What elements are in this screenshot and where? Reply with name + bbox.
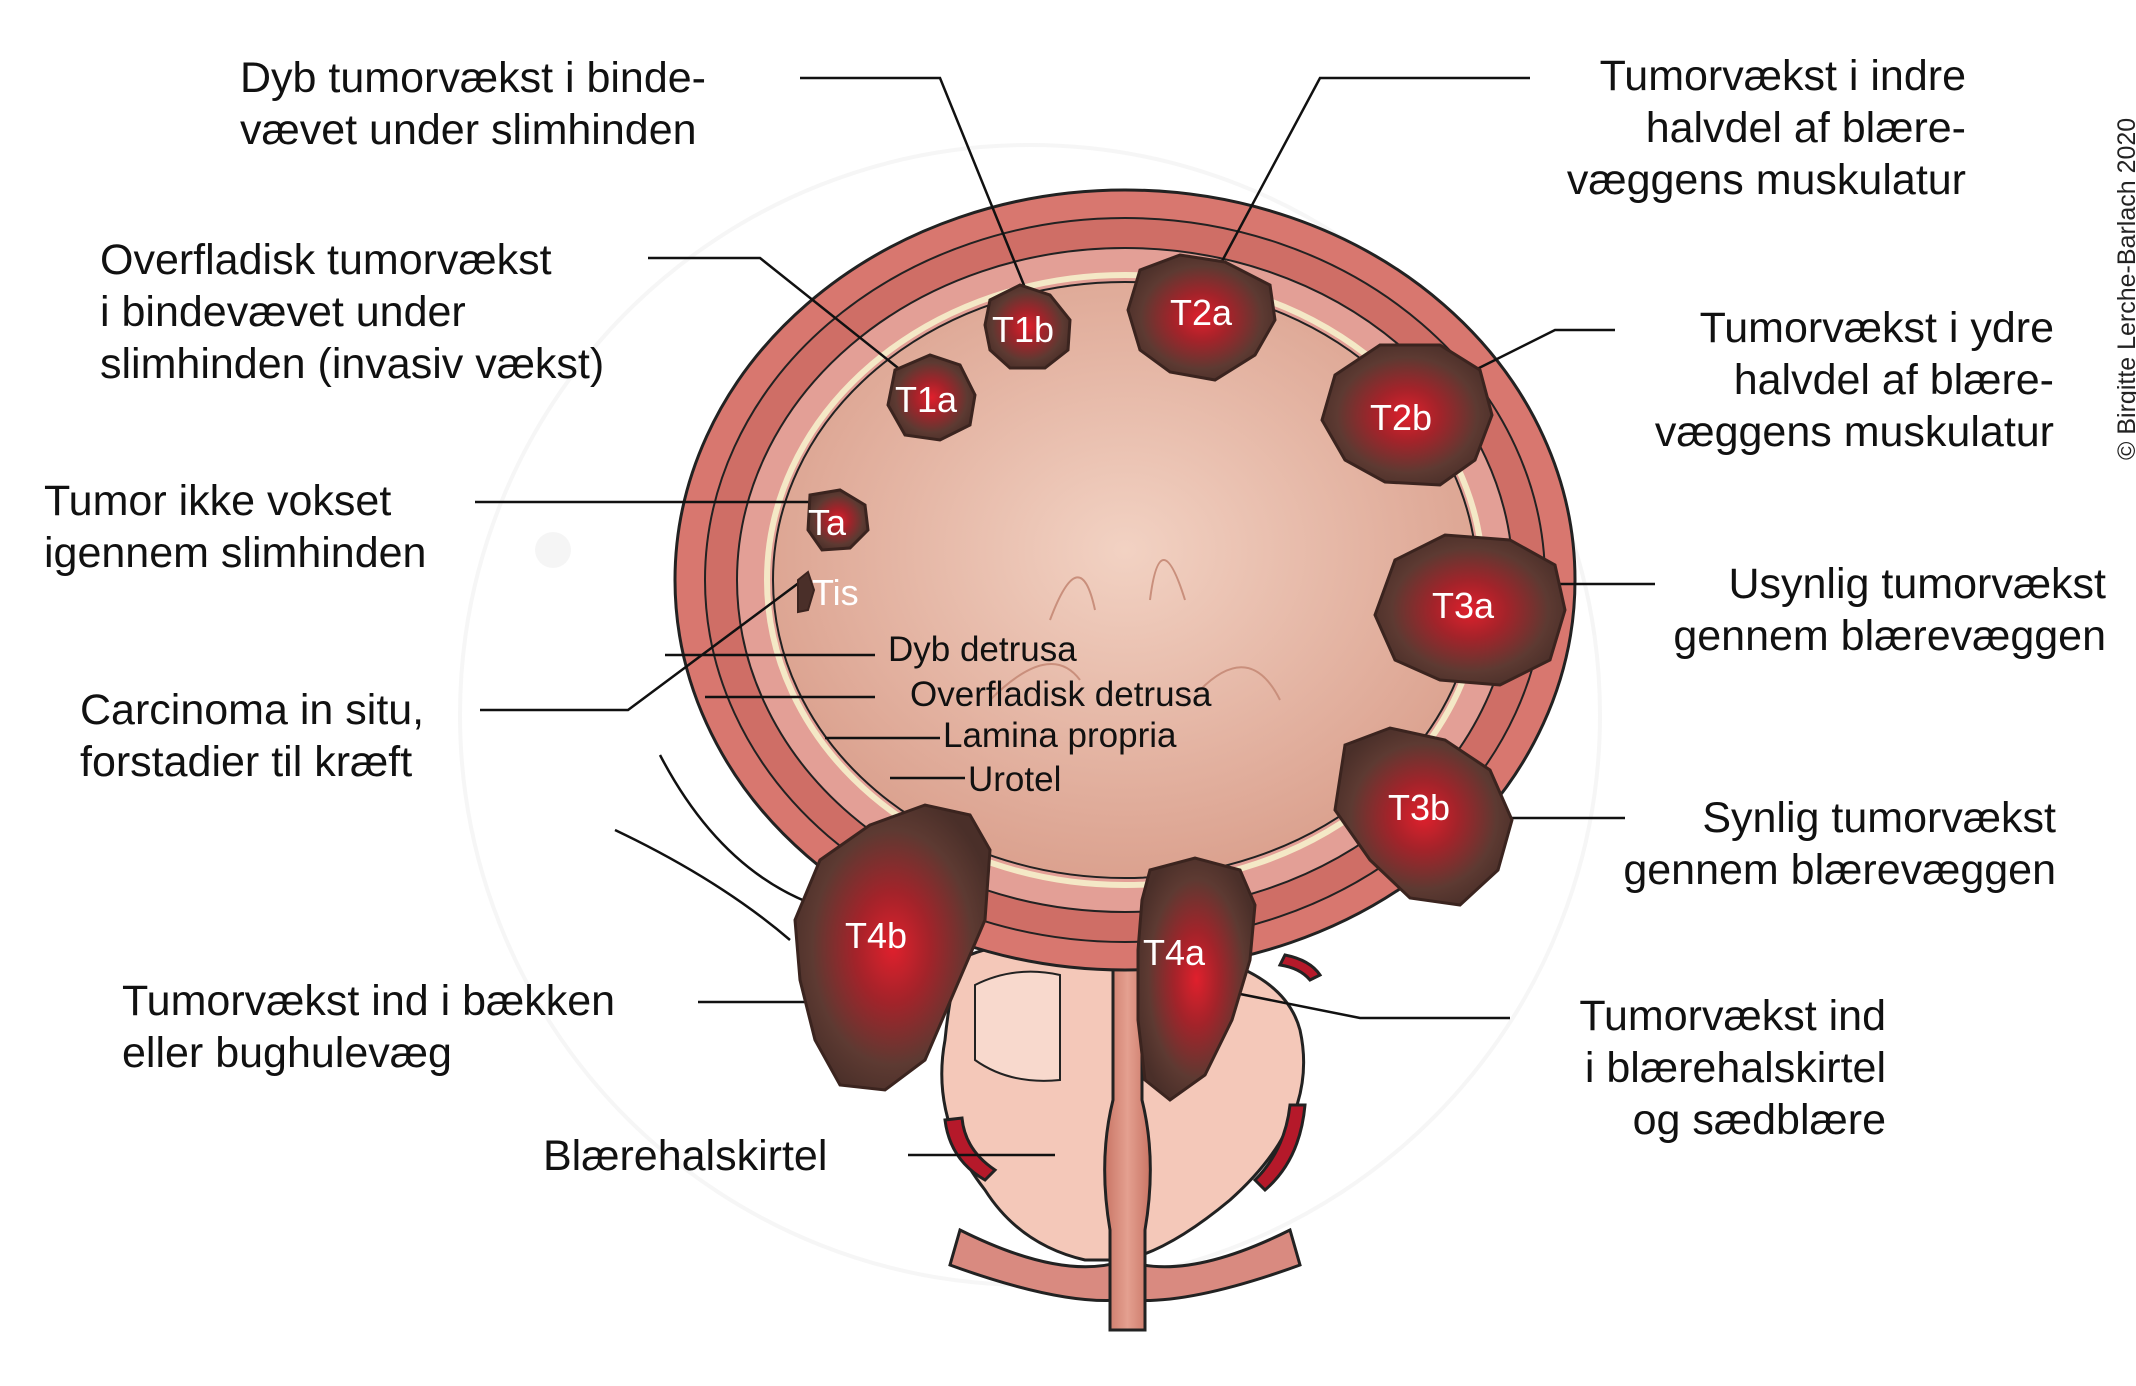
stage-t3b: T3b <box>1388 787 1450 828</box>
label-t1b: Dyb tumorvækst i binde-vævet under slimh… <box>240 54 706 154</box>
layer-urothelium: Urotel <box>968 760 1062 799</box>
copyright: © Birgitte Lerche-Barlach 2020 <box>2113 117 2136 460</box>
tumor-t2b <box>1320 343 1494 487</box>
tumor-tis <box>797 570 816 614</box>
tumor-ta <box>806 488 870 552</box>
tumor-t3a <box>1373 533 1567 687</box>
tumor-t3b <box>1333 726 1514 907</box>
layer-superficial-detrusor: Overfladisk detrusa <box>910 675 1212 714</box>
stage-t2a: T2a <box>1170 292 1233 333</box>
tumor-t1a <box>886 353 977 442</box>
leader-lines <box>475 76 1655 1157</box>
layer-deep-detrusor: Dyb detrusa <box>888 630 1077 669</box>
seminal-vesicles <box>943 953 1323 1193</box>
stage-labels: T1b T2a T1a T2b Ta Tis T3a T3b T4b T4a <box>808 292 1495 973</box>
tumor-t4a <box>1136 856 1257 1102</box>
stage-t4b: T4b <box>845 915 907 956</box>
stage-t4a: T4a <box>1143 932 1206 973</box>
stage-tis: Tis <box>812 572 859 613</box>
tumors <box>793 253 1567 1102</box>
layer-lamina-propria: Lamina propria <box>943 716 1177 755</box>
label-prostate: Blærehalskirtel <box>543 1132 828 1180</box>
stage-t2b: T2b <box>1370 397 1432 438</box>
stage-t1a: T1a <box>895 379 958 420</box>
tumor-t1b <box>983 283 1072 370</box>
label-tis: Carcinoma in situ,forstadier til kræft <box>80 686 425 786</box>
stage-ta: Ta <box>808 502 847 543</box>
tumor-t4b <box>793 803 992 1092</box>
tumor-t2a <box>1126 253 1277 382</box>
stage-t1b: T1b <box>992 309 1054 350</box>
stage-t3a: T3a <box>1432 585 1495 626</box>
